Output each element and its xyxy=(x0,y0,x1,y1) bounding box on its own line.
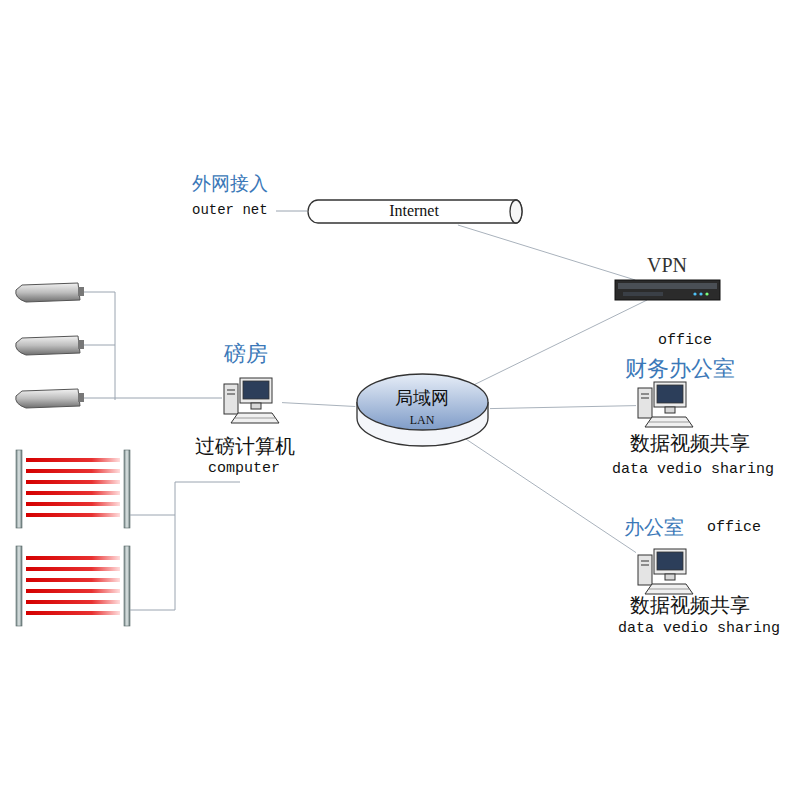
camera xyxy=(16,389,84,408)
node-text: office xyxy=(707,519,761,536)
node-text: 财务办公室 xyxy=(625,356,735,381)
light-beam xyxy=(26,600,120,604)
light-beam xyxy=(26,567,120,571)
light-beam xyxy=(26,502,120,506)
connector-line xyxy=(490,406,636,409)
vpn-device-shape xyxy=(615,280,720,300)
connector-line xyxy=(466,439,636,552)
light-beam xyxy=(26,589,120,593)
camera-wire xyxy=(84,292,222,400)
node-text: data vedio sharing xyxy=(612,461,774,478)
weighbridge-computer-shape xyxy=(222,376,282,426)
node-text: VPN xyxy=(647,254,687,277)
node-text: 办公室 xyxy=(624,516,684,539)
light-curtain xyxy=(16,546,130,626)
office-computer: office财务办公室数据视频共享data vedio sharing xyxy=(636,380,694,430)
node-text: 数据视频共享 xyxy=(630,594,750,617)
node-text: 数据视频共享 xyxy=(630,432,750,455)
office-computer-shape xyxy=(636,380,694,430)
lan-cylinder: 局域网 LAN xyxy=(355,372,490,448)
leader-line xyxy=(276,211,307,212)
vpn-device: VPN xyxy=(615,280,720,300)
office-computer-shape xyxy=(636,547,694,597)
connector-line xyxy=(458,225,635,280)
node-text: office xyxy=(658,332,712,349)
office-computer: 办公室office数据视频共享data vedio sharing xyxy=(636,547,694,597)
light-beam xyxy=(26,469,120,473)
light-beam xyxy=(26,556,120,560)
light-beam xyxy=(26,480,120,484)
connector-line xyxy=(282,403,355,407)
internet-pipe: Internet xyxy=(308,199,524,225)
weighbridge-computer: 磅房过磅计算机computer xyxy=(222,376,282,426)
curtain-wire xyxy=(130,482,240,610)
node-text: Internet xyxy=(389,202,439,220)
light-beam xyxy=(26,513,120,517)
light-beams xyxy=(26,458,120,615)
camera xyxy=(16,283,84,302)
light-beam xyxy=(26,578,120,582)
light-curtain xyxy=(16,450,130,528)
lan-cylinder-shape xyxy=(355,372,490,448)
node-text: data vedio sharing xyxy=(618,620,780,637)
node-text: 磅房 xyxy=(224,341,268,366)
light-beam xyxy=(26,491,120,495)
light-beam xyxy=(26,458,120,462)
node-text: 过磅计算机 xyxy=(195,435,295,458)
light-beam xyxy=(26,611,120,615)
node-text: 局域网 xyxy=(395,388,449,409)
text-label: 外网接入 xyxy=(192,173,268,195)
camera xyxy=(16,336,84,355)
node-text: computer xyxy=(208,460,280,477)
connector-line xyxy=(473,300,647,385)
node-text: LAN xyxy=(410,414,435,428)
text-label: outer net xyxy=(192,202,268,218)
